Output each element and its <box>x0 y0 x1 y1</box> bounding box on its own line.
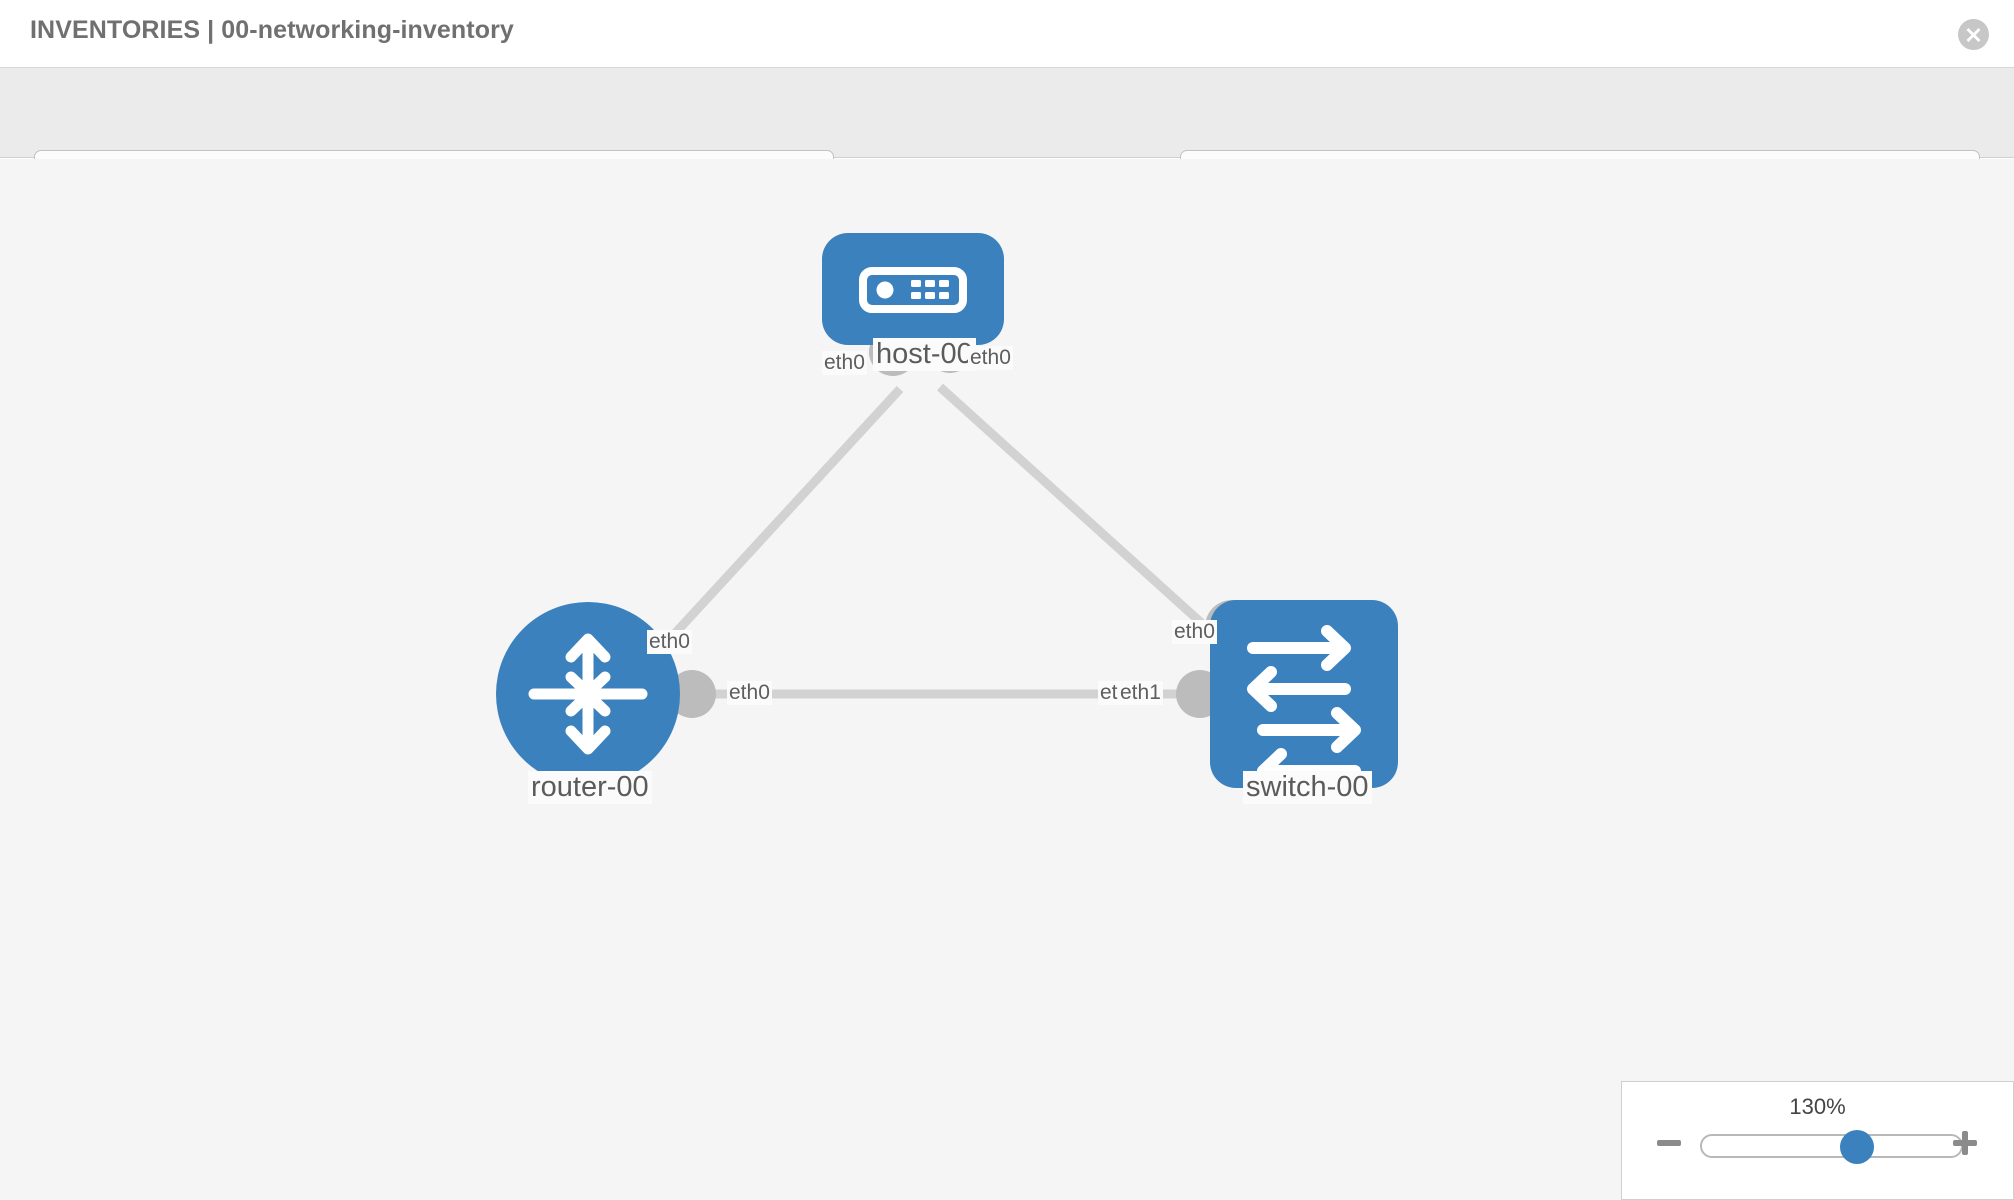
node-router-00 <box>496 602 680 786</box>
router-arrows-icon <box>528 633 648 755</box>
zoom-level-label: 130% <box>1789 1094 1846 1119</box>
iface-label-host-right: eth0 <box>968 346 1013 370</box>
minus-icon[interactable] <box>1655 1129 1683 1157</box>
iface-label-router-right: eth0 <box>727 681 772 705</box>
server-appliance-icon <box>859 267 967 313</box>
zoom-control-panel: 130% <box>1621 1081 2014 1200</box>
page-title: INVENTORIES | 00-networking-inventory <box>30 16 514 44</box>
zoom-slider-thumb[interactable] <box>1840 1130 1875 1164</box>
link-host-switch <box>936 383 1242 660</box>
node-switch-00 <box>1210 600 1398 794</box>
iface-label-router-uplink: eth0 <box>647 630 692 654</box>
iface-label-switch-left: eth1 <box>1118 681 1163 705</box>
iface-label-host-left: eth0 <box>822 351 867 375</box>
toolbar: ACTIONS SEARCH <box>0 68 2014 202</box>
node-label-router-00: router-00 <box>528 771 652 804</box>
topology-handles <box>668 325 1259 718</box>
topology-canvas[interactable]: host-00 router-00 switch-00 eth0 eth0 et… <box>0 159 2014 1200</box>
iface-label-switch-uplink: eth0 <box>1172 620 1217 644</box>
switch-arrows-icon <box>1247 625 1361 794</box>
page-header: INVENTORIES | 00-networking-inventory <box>0 0 2014 68</box>
plus-icon[interactable] <box>1951 1129 1979 1157</box>
handle-router-right <box>668 670 716 718</box>
node-label-switch-00: switch-00 <box>1243 771 1372 804</box>
zoom-slider[interactable] <box>1700 1130 1963 1164</box>
close-icon[interactable] <box>1958 19 1989 50</box>
node-host-00 <box>822 233 1004 345</box>
node-label-host-00: host-00 <box>873 338 976 371</box>
topology-links <box>606 383 1242 708</box>
